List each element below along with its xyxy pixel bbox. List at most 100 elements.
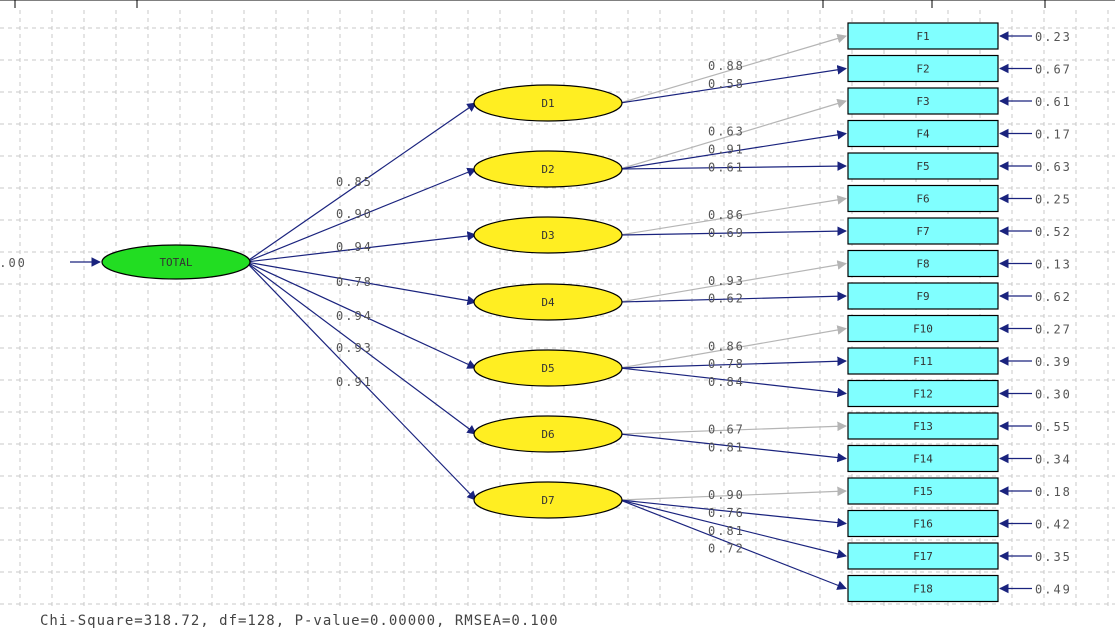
error-f3: 0.61 xyxy=(1035,95,1072,109)
loading-f6: 0.86 xyxy=(708,208,745,222)
loading-f3: 0.63 xyxy=(708,125,745,139)
factor-label: F3 xyxy=(916,95,929,108)
loading-f8: 0.93 xyxy=(708,274,745,288)
domain-d5: D5 xyxy=(473,349,623,387)
path-f13 xyxy=(619,421,847,435)
factor-f11: F11 xyxy=(847,347,999,375)
error-f11: 0.39 xyxy=(1035,355,1072,369)
loading-f4: 0.91 xyxy=(708,142,745,156)
error-f5: 0.63 xyxy=(1035,160,1072,174)
root-total: TOTAL xyxy=(101,244,251,280)
factor-label: F8 xyxy=(916,258,929,271)
factor-label: F9 xyxy=(916,290,929,303)
factor-label: F2 xyxy=(916,63,929,76)
root-label: TOTAL xyxy=(159,256,192,269)
loading-f12: 0.84 xyxy=(708,375,745,389)
error-f2: 0.67 xyxy=(1035,63,1072,77)
error-f1: 0.23 xyxy=(1035,30,1072,44)
loading-f14: 0.81 xyxy=(708,440,745,454)
path-f1 xyxy=(619,33,847,104)
domain-d6: D6 xyxy=(473,415,623,453)
loading-f5: 0.61 xyxy=(708,160,745,174)
loading-d3: 0.94 xyxy=(336,240,373,254)
path-total-to-d5 xyxy=(245,261,477,369)
factor-f16: F16 xyxy=(847,509,999,538)
factor-f7: F7 xyxy=(847,217,999,245)
loading-f17: 0.81 xyxy=(708,524,745,538)
error-f18: 0.49 xyxy=(1035,583,1072,597)
path-f14 xyxy=(619,433,847,463)
loading-f2: 0.58 xyxy=(708,77,745,91)
factor-f8: F8 xyxy=(847,249,999,278)
factor-f18: F18 xyxy=(847,574,999,603)
domain-d7: D7 xyxy=(473,481,623,519)
error-f14: 0.34 xyxy=(1035,453,1072,467)
loading-d1: 0.85 xyxy=(336,175,373,189)
path-f17 xyxy=(619,499,847,559)
path-total-to-d6 xyxy=(245,261,477,435)
path-f9 xyxy=(619,291,847,303)
top-border-ticks xyxy=(0,0,1115,8)
factor-label: F17 xyxy=(913,550,933,563)
path-f15 xyxy=(619,486,847,501)
path-f12 xyxy=(619,367,847,398)
loading-f13: 0.67 xyxy=(708,423,745,437)
path-total-to-d2 xyxy=(245,167,477,263)
path-f5 xyxy=(619,161,847,171)
error-f10: 0.27 xyxy=(1035,323,1072,337)
error-f7: 0.52 xyxy=(1035,225,1072,239)
domain-label: D2 xyxy=(541,163,554,176)
factor-f6: F6 xyxy=(847,184,999,213)
loading-f10: 0.86 xyxy=(708,339,745,353)
factor-f10: F10 xyxy=(847,314,999,343)
path-f6 xyxy=(619,195,847,236)
loading-d7: 0.91 xyxy=(336,375,373,389)
fit-statistics: Chi-Square=318.72, df=128, P-value=0.000… xyxy=(40,613,559,629)
factor-f13: F13 xyxy=(847,412,999,440)
loading-f18: 0.72 xyxy=(708,542,745,556)
path-total-to-d1 xyxy=(245,102,477,263)
factor-f1: F1 xyxy=(847,22,999,50)
domain-label: D1 xyxy=(541,97,554,110)
factor-f15: F15 xyxy=(847,477,999,505)
loading-d6: 0.93 xyxy=(336,341,373,355)
path-total-to-d4 xyxy=(245,261,477,306)
factor-label: F12 xyxy=(913,388,933,401)
domain-label: D4 xyxy=(541,296,555,309)
factor-label: F4 xyxy=(916,128,930,141)
path-f2 xyxy=(619,65,847,104)
error-f13: 0.55 xyxy=(1035,420,1072,434)
path-f4 xyxy=(619,130,847,170)
path-f18 xyxy=(619,499,847,590)
domain-d2: D2 xyxy=(473,150,623,188)
path-total-to-d3 xyxy=(245,231,477,263)
factor-label: F15 xyxy=(913,485,933,498)
root-variance: 1.00 xyxy=(0,256,27,270)
factor-f14: F14 xyxy=(847,444,999,473)
path-total-to-d7 xyxy=(245,261,477,501)
error-f17: 0.35 xyxy=(1035,550,1072,564)
error-f4: 0.17 xyxy=(1035,128,1072,142)
path-f10 xyxy=(619,325,847,369)
factor-label: F16 xyxy=(913,518,933,531)
factor-f12: F12 xyxy=(847,379,999,408)
domain-label: D3 xyxy=(541,229,554,242)
loading-d2: 0.90 xyxy=(336,207,373,221)
factor-label: F13 xyxy=(913,420,933,433)
error-f8: 0.13 xyxy=(1035,258,1072,272)
factor-f3: F3 xyxy=(847,87,999,115)
domain-d4: D4 xyxy=(473,283,623,321)
loading-f1: 0.88 xyxy=(708,59,745,73)
factor-label: F10 xyxy=(913,323,933,336)
loading-f9: 0.62 xyxy=(708,292,745,306)
domain-d3: D3 xyxy=(473,216,623,254)
factor-label: F6 xyxy=(916,193,929,206)
path-coefficients: 0.850.900.940.780.940.930.910.880.230.58… xyxy=(0,30,1072,597)
factor-f5: F5 xyxy=(847,152,999,180)
loading-f16: 0.76 xyxy=(708,506,745,520)
path-f11 xyxy=(619,356,847,369)
factor-label: F5 xyxy=(916,160,929,173)
path-f3 xyxy=(619,98,847,170)
error-f9: 0.62 xyxy=(1035,290,1072,304)
